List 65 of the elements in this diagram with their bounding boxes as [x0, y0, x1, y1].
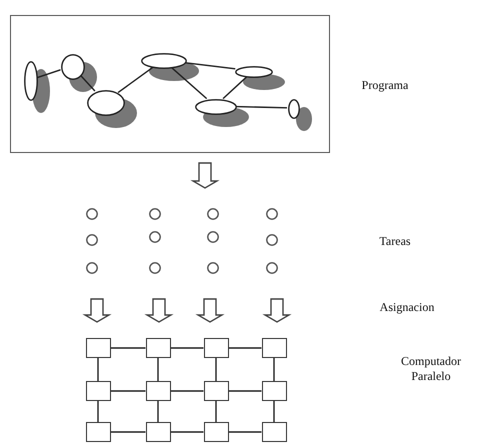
task-circle [207, 208, 219, 220]
task-ellipse [61, 54, 85, 80]
task-circle [149, 231, 161, 243]
task-circle [207, 262, 219, 274]
task-circle [266, 208, 278, 220]
task-circle [149, 208, 161, 220]
stage-label: Programa [360, 78, 410, 93]
task-ellipse [195, 99, 237, 115]
dependency-line [170, 66, 208, 100]
mesh-link [170, 390, 204, 392]
processor-square [262, 422, 286, 442]
block-arrow [144, 298, 174, 323]
mesh-link [215, 358, 217, 381]
task-ellipse [24, 61, 38, 101]
processor-square [204, 422, 228, 442]
mesh-link [97, 358, 99, 381]
mesh-link [228, 347, 262, 349]
mesh-link [110, 390, 146, 392]
processor-square [262, 381, 286, 401]
task-circle [266, 262, 278, 274]
processor-square [262, 338, 286, 358]
processor-square [204, 338, 228, 358]
task-circle [86, 208, 98, 220]
block-arrow [82, 298, 112, 323]
mesh-link [110, 347, 146, 349]
block-arrow [195, 298, 225, 323]
block-arrow [262, 298, 292, 323]
mesh-link [157, 401, 159, 422]
mesh-link [170, 347, 204, 349]
dependency-line [184, 62, 236, 70]
task-ellipse [141, 53, 187, 69]
task-circle [86, 262, 98, 274]
task-circle [86, 234, 98, 246]
processor-square [86, 381, 110, 401]
task-ellipse [288, 99, 300, 119]
stage-label: Computador Paralelo [400, 354, 462, 384]
mesh-link [110, 431, 146, 433]
mesh-link [273, 401, 275, 422]
dependency-line [222, 76, 248, 100]
processor-square [146, 338, 170, 358]
task-circle [207, 231, 219, 243]
task-ellipse [87, 90, 125, 116]
program-frame [10, 15, 330, 153]
stage-label: Tareas [378, 234, 412, 249]
task-circle [149, 262, 161, 274]
mesh-link [157, 358, 159, 381]
processor-square [86, 338, 110, 358]
mesh-link [228, 390, 262, 392]
dependency-line [80, 74, 96, 92]
dependency-line [236, 106, 288, 109]
mesh-link [170, 431, 204, 433]
stage-label: Asignacion [378, 300, 436, 315]
mesh-link [228, 431, 262, 433]
mesh-link [215, 401, 217, 422]
processor-square [146, 381, 170, 401]
mesh-link [97, 401, 99, 422]
dependency-line [36, 69, 61, 78]
processor-square [86, 422, 110, 442]
dependency-line [118, 66, 154, 94]
task-ellipse [235, 66, 273, 78]
processor-square [204, 381, 228, 401]
processor-square [146, 422, 170, 442]
mesh-link [273, 358, 275, 381]
block-arrow [190, 162, 220, 189]
task-circle [266, 234, 278, 246]
